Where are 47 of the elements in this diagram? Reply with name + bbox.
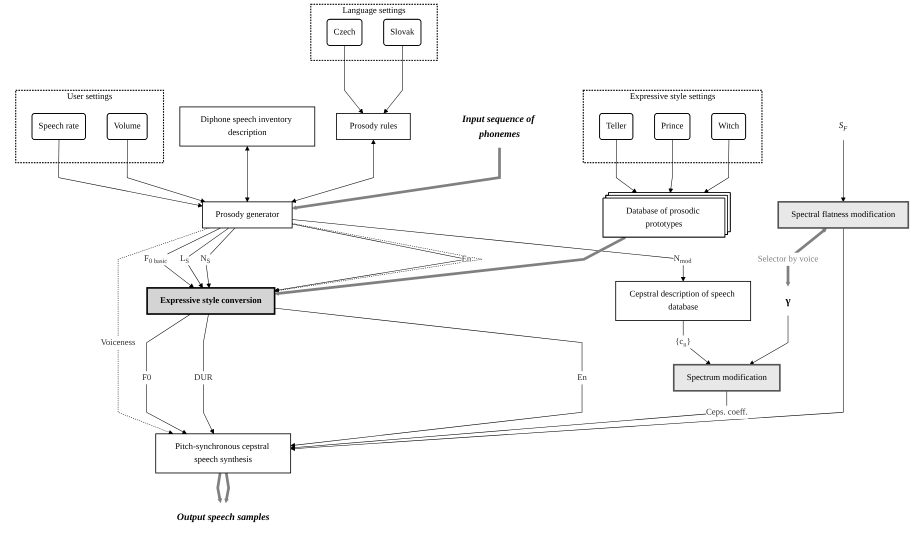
- edge-label: En: [577, 372, 587, 382]
- node-text: Input sequence of phonemes: [462, 113, 534, 140]
- arrow: [616, 140, 637, 194]
- arrow: [126, 140, 206, 203]
- arrow: [205, 228, 236, 288]
- arrow: [146, 314, 191, 434]
- arrow: [216, 472, 222, 504]
- arrow: [291, 140, 376, 203]
- arrow: [274, 236, 626, 296]
- arrow: [290, 390, 728, 450]
- node-box: Prosody rules: [336, 113, 411, 140]
- arrow: [224, 472, 230, 504]
- node-box: Spectral flatness modification: [777, 201, 910, 229]
- arrow: [668, 140, 674, 194]
- arrow: [384, 45, 403, 114]
- node-text: γ: [785, 294, 791, 307]
- edge-label: N$_{S}$: [200, 254, 210, 265]
- arrow: [292, 148, 501, 210]
- edge-label: N$_{mod}$: [674, 254, 692, 265]
- edge-label: En: [462, 254, 472, 264]
- node-box: Diphone speech inventory description: [179, 106, 316, 146]
- arrow: [840, 140, 846, 202]
- arrow: [749, 315, 788, 365]
- arrow: [118, 228, 210, 434]
- node-text: Output speech samples: [176, 511, 270, 522]
- node-box: Expressive style conversion: [146, 287, 276, 315]
- edge-label: F0: [142, 372, 152, 382]
- edge-label: Ceps. coeff.: [706, 407, 748, 417]
- arrow: [682, 320, 711, 365]
- edge-label: Voiceness: [100, 338, 136, 347]
- arrow: [203, 314, 214, 434]
- node-box: Prosody generator: [202, 201, 293, 228]
- arrow: [344, 45, 364, 114]
- edge-label: F$_{0 basic}$: [144, 254, 168, 265]
- edge-label: L$_{S}$: [180, 254, 190, 265]
- arrow: [292, 219, 686, 282]
- node-text: S$_{F}$: [838, 121, 848, 132]
- edge-label: Selector by voice: [758, 254, 818, 264]
- node-box: Spectrum modification: [672, 364, 781, 392]
- arrow: [244, 146, 250, 202]
- arrow: [704, 140, 730, 194]
- node-box: Pitch-synchronous cepstral speech synthesis: [155, 433, 292, 474]
- edge-label: DUR: [194, 372, 213, 382]
- edge-label: {c$_{n}$}: [675, 337, 691, 348]
- node-box: Cepstral description of speech database: [615, 280, 752, 321]
- arrow: [58, 140, 203, 208]
- arrow: [274, 308, 582, 448]
